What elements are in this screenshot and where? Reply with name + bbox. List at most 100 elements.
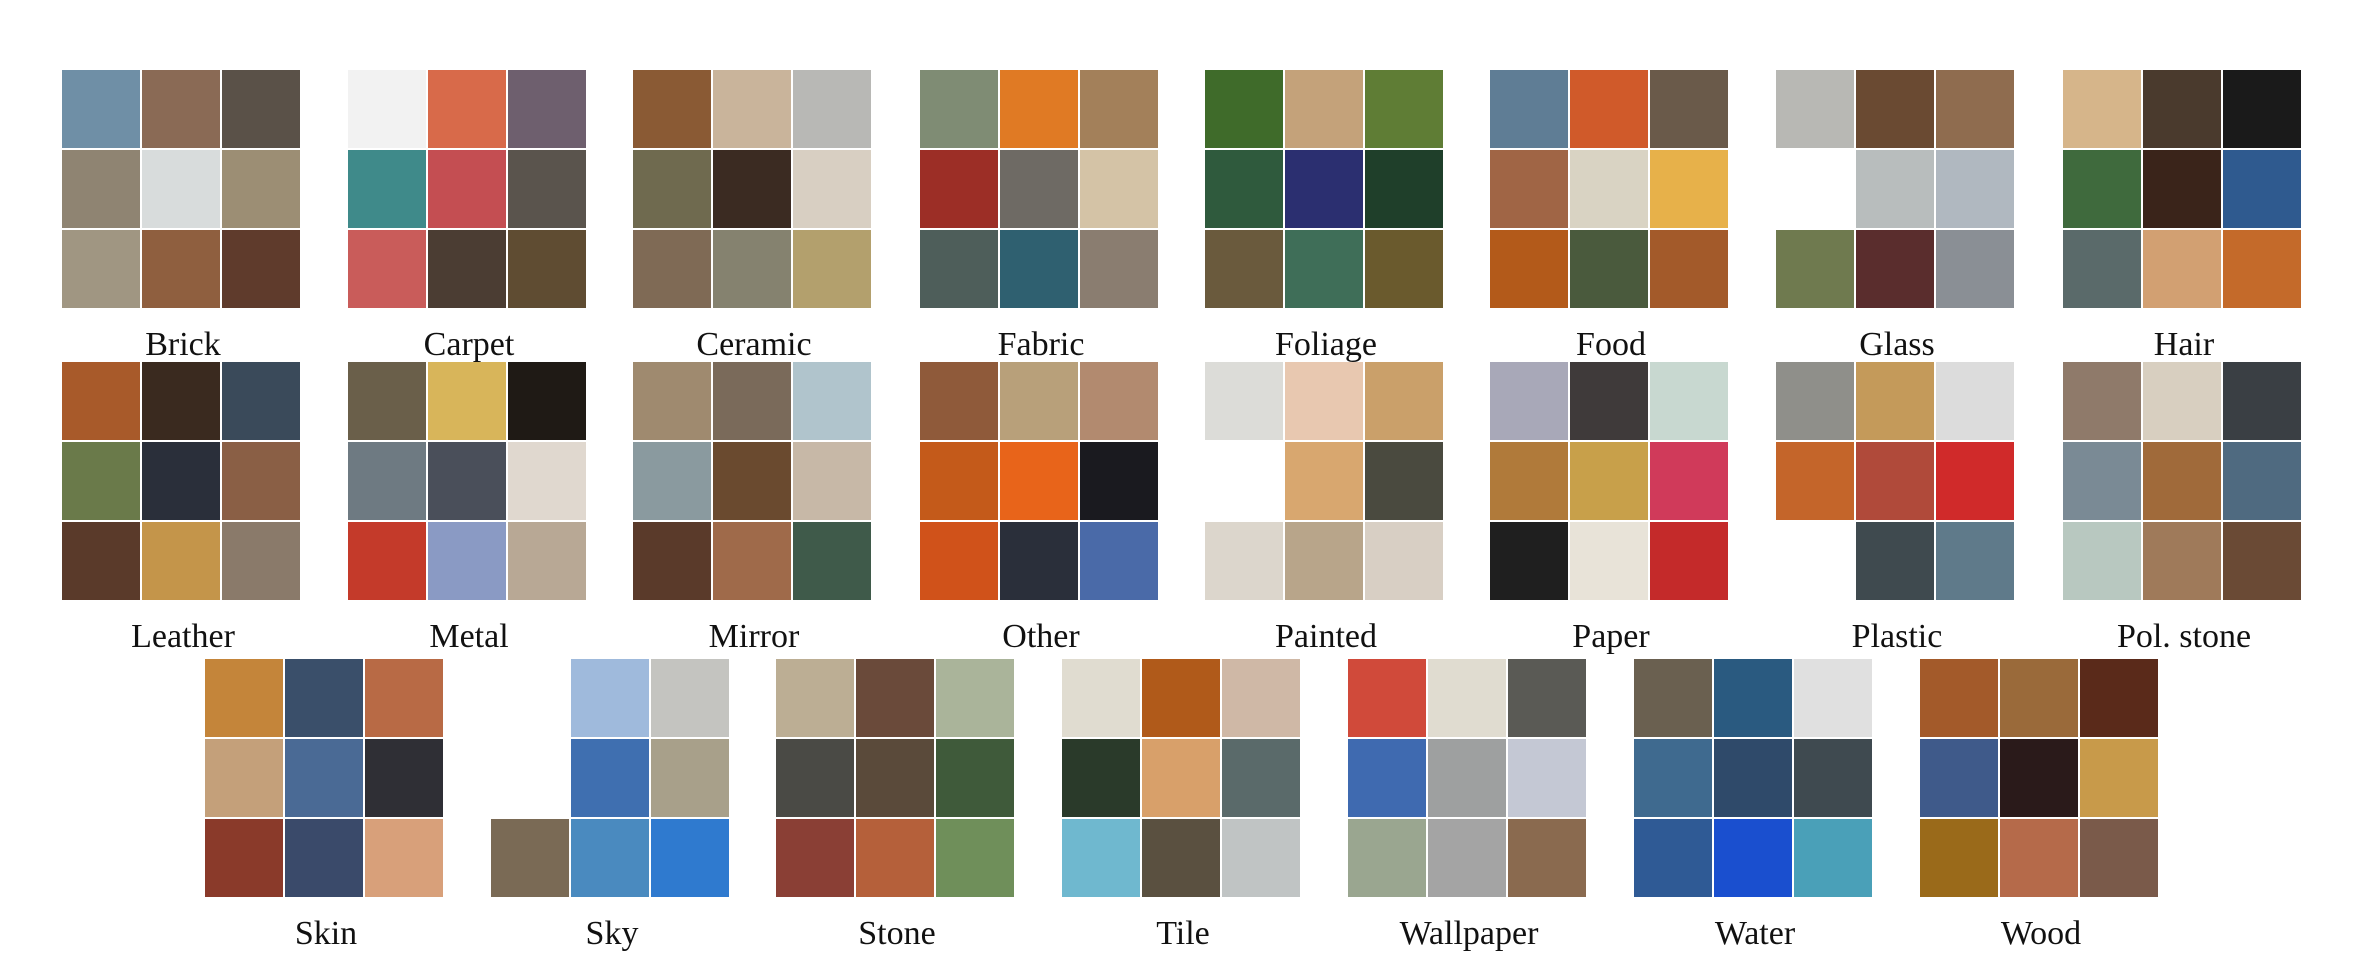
sample-thumbnail	[1428, 659, 1506, 737]
sample-thumbnail	[633, 442, 711, 520]
sample-thumbnail	[1776, 442, 1854, 520]
category-label: Skin	[294, 915, 358, 952]
sample-thumbnail	[1285, 70, 1363, 148]
sample-thumbnail	[365, 819, 443, 897]
sample-thumbnail	[1205, 150, 1283, 228]
sample-thumbnail	[571, 739, 649, 817]
category-label: Foliage	[1275, 326, 1377, 363]
category-label: Carpet	[423, 326, 515, 363]
sample-thumbnail	[508, 230, 586, 308]
thumbnail-grid	[348, 70, 590, 312]
sample-thumbnail	[1142, 739, 1220, 817]
sample-thumbnail	[222, 362, 300, 440]
sample-thumbnail	[348, 150, 426, 228]
sample-thumbnail	[2143, 522, 2221, 600]
material-panel: Plastic	[1776, 362, 2018, 655]
sample-thumbnail	[1936, 70, 2014, 148]
sample-thumbnail	[142, 522, 220, 600]
material-panel: Stone	[776, 659, 1018, 952]
thumbnail-grid	[491, 659, 733, 901]
sample-thumbnail	[1634, 819, 1712, 897]
sample-thumbnail	[1365, 362, 1443, 440]
category-label: Wood	[2000, 915, 2082, 952]
material-panel: Mirror	[633, 362, 875, 655]
sample-thumbnail	[428, 522, 506, 600]
sample-thumbnail	[1570, 362, 1648, 440]
sample-thumbnail	[1365, 442, 1443, 520]
sample-thumbnail	[285, 739, 363, 817]
sample-thumbnail	[776, 739, 854, 817]
sample-thumbnail	[856, 659, 934, 737]
sample-thumbnail	[2143, 362, 2221, 440]
sample-thumbnail	[1508, 819, 1586, 897]
sample-thumbnail	[1080, 522, 1158, 600]
sample-thumbnail	[1285, 442, 1363, 520]
sample-thumbnail	[920, 442, 998, 520]
material-panel: Skin	[205, 659, 447, 952]
sample-thumbnail	[776, 659, 854, 737]
material-panel: Metal	[348, 362, 590, 655]
sample-thumbnail	[633, 150, 711, 228]
sample-thumbnail	[651, 739, 729, 817]
sample-thumbnail	[1285, 362, 1363, 440]
sample-thumbnail	[1508, 659, 1586, 737]
sample-thumbnail	[1205, 522, 1283, 600]
sample-thumbnail	[1080, 70, 1158, 148]
material-panel: Foliage	[1205, 70, 1447, 363]
sample-thumbnail	[491, 819, 569, 897]
thumbnail-grid	[348, 362, 590, 604]
category-label: Sky	[585, 915, 639, 952]
material-panel: Leather	[62, 362, 304, 655]
sample-thumbnail	[2143, 150, 2221, 228]
sample-thumbnail	[2063, 442, 2141, 520]
thumbnail-grid	[1490, 362, 1732, 604]
thumbnail-grid	[920, 362, 1162, 604]
sample-thumbnail	[1080, 230, 1158, 308]
sample-thumbnail	[365, 659, 443, 737]
sample-thumbnail	[365, 739, 443, 817]
sample-thumbnail	[1714, 739, 1792, 817]
sample-thumbnail	[793, 522, 871, 600]
sample-thumbnail	[1285, 522, 1363, 600]
sample-thumbnail	[776, 819, 854, 897]
thumbnail-grid	[1490, 70, 1732, 312]
sample-thumbnail	[222, 150, 300, 228]
thumbnail-grid	[205, 659, 447, 901]
sample-thumbnail	[1794, 739, 1872, 817]
category-label: Water	[1714, 915, 1796, 952]
sample-thumbnail	[936, 739, 1014, 817]
sample-thumbnail	[491, 739, 569, 817]
sample-thumbnail	[508, 362, 586, 440]
sample-thumbnail	[1365, 522, 1443, 600]
sample-thumbnail	[1000, 442, 1078, 520]
sample-thumbnail	[2000, 819, 2078, 897]
material-panel: Wood	[1920, 659, 2162, 952]
sample-thumbnail	[1856, 442, 1934, 520]
sample-thumbnail	[491, 659, 569, 737]
sample-thumbnail	[1365, 150, 1443, 228]
sample-thumbnail	[1936, 150, 2014, 228]
material-panel: Water	[1634, 659, 1876, 952]
sample-thumbnail	[936, 819, 1014, 897]
material-panel: Food	[1490, 70, 1732, 363]
sample-thumbnail	[1920, 659, 1998, 737]
sample-thumbnail	[142, 150, 220, 228]
sample-thumbnail	[793, 230, 871, 308]
sample-thumbnail	[62, 230, 140, 308]
thumbnail-grid	[2063, 362, 2305, 604]
thumbnail-grid	[1776, 70, 2018, 312]
material-panel: Painted	[1205, 362, 1447, 655]
sample-thumbnail	[222, 522, 300, 600]
sample-thumbnail	[285, 819, 363, 897]
sample-thumbnail	[1856, 522, 1934, 600]
sample-thumbnail	[2063, 522, 2141, 600]
sample-thumbnail	[2080, 739, 2158, 817]
sample-thumbnail	[1348, 739, 1426, 817]
sample-thumbnail	[1490, 150, 1568, 228]
sample-thumbnail	[1650, 230, 1728, 308]
sample-thumbnail	[1205, 442, 1283, 520]
sample-thumbnail	[508, 522, 586, 600]
sample-thumbnail	[920, 522, 998, 600]
sample-thumbnail	[1365, 70, 1443, 148]
material-panel: Wallpaper	[1348, 659, 1590, 952]
